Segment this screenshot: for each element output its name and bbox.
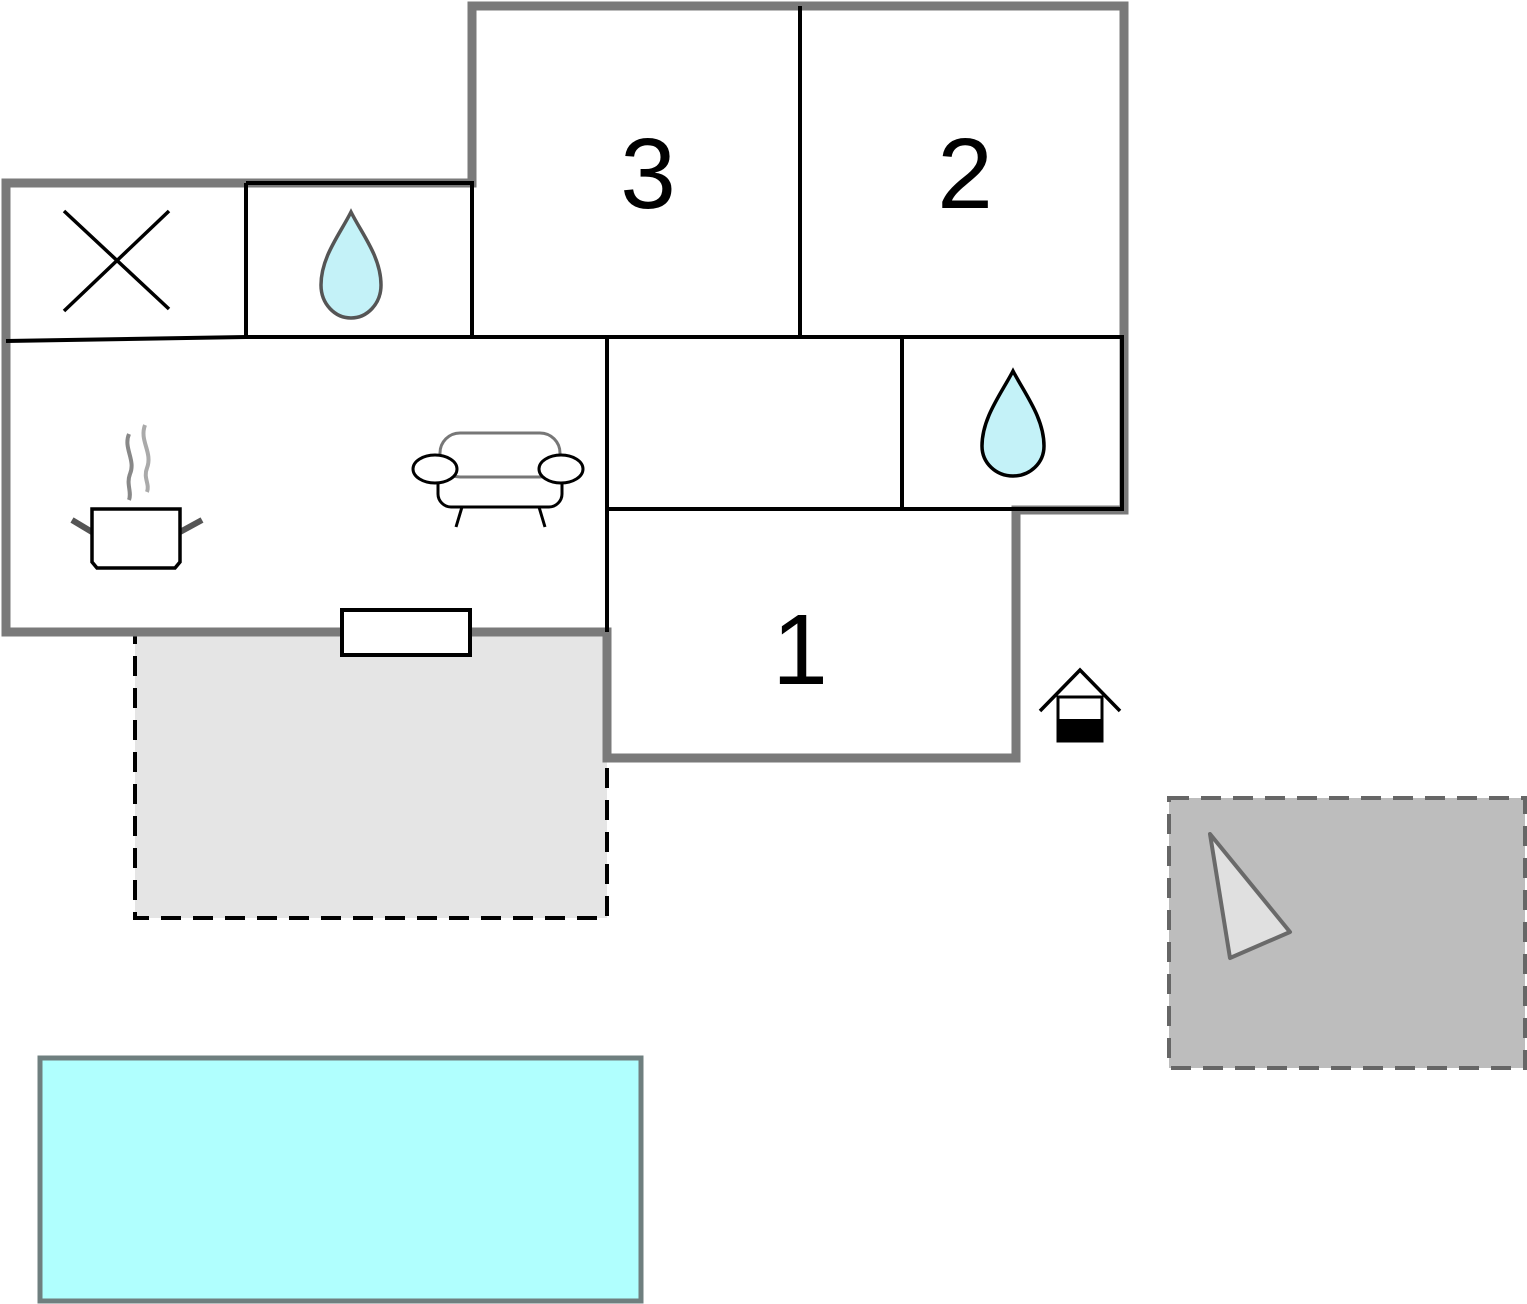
sofa-icon bbox=[411, 431, 585, 528]
entrance-house-icon bbox=[1038, 667, 1122, 743]
room-label-1: 1 bbox=[772, 594, 828, 706]
terrace bbox=[133, 630, 609, 920]
window bbox=[340, 608, 472, 657]
water-drop-icon bbox=[980, 367, 1046, 478]
room-label-3: 3 bbox=[620, 118, 676, 230]
garden-area bbox=[1167, 796, 1527, 1070]
pool bbox=[37, 1055, 644, 1304]
water-drop-icon bbox=[319, 208, 383, 320]
cooking-pot-icon bbox=[70, 424, 204, 570]
x-mark-icon bbox=[62, 209, 171, 313]
parasol-icon bbox=[1208, 832, 1292, 960]
room-label-2: 2 bbox=[937, 118, 993, 230]
interior-walls bbox=[5, 6, 1124, 632]
